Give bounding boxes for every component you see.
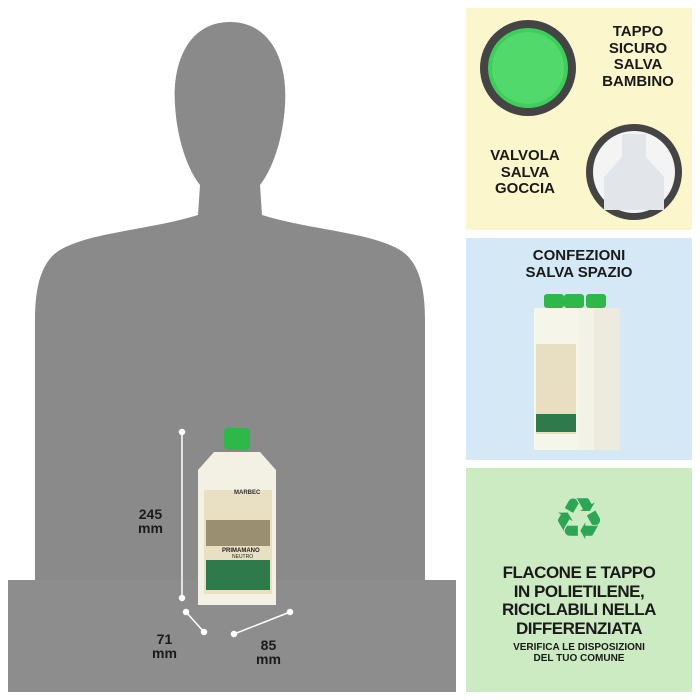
drip-valve-image (586, 124, 682, 220)
product-bottle (198, 428, 276, 605)
bottle-product: PRIMAMANO (222, 548, 260, 554)
dimension-lines (178, 428, 294, 638)
recycle-icon: ♻ (553, 487, 605, 552)
bottle-brand: MARBEC (234, 490, 261, 496)
child-safe-cap-image (480, 20, 576, 116)
bottle-variant: NEUTRO (232, 554, 254, 560)
stacked-bottles-image (534, 294, 620, 450)
human-silhouette (8, 22, 456, 692)
